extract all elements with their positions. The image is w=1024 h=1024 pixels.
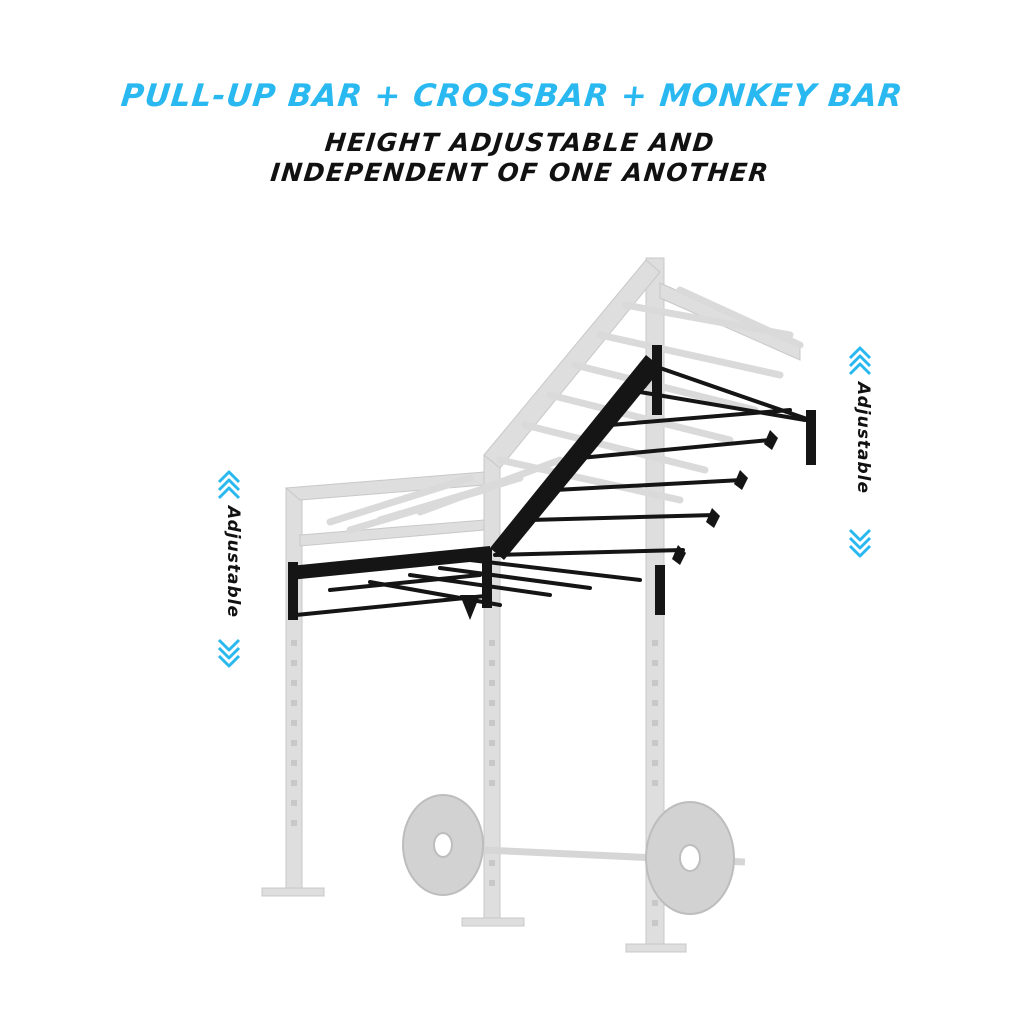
double-chevron-down-icon [217,638,241,668]
rig-upright-holes [291,640,658,926]
right-adjustable-label: Adjustable [853,382,873,494]
left-adjustable-label: Adjustable [223,506,243,618]
right-adjustable-indicator [848,346,872,558]
barbell [402,794,746,915]
left-adjustable-indicator [217,470,241,668]
rig-ghost-rungs [326,286,804,534]
double-chevron-down-icon [848,528,872,558]
double-chevron-up-icon [848,346,872,376]
monkey-bar-highlighted [288,345,816,620]
double-chevron-up-icon [217,470,241,500]
